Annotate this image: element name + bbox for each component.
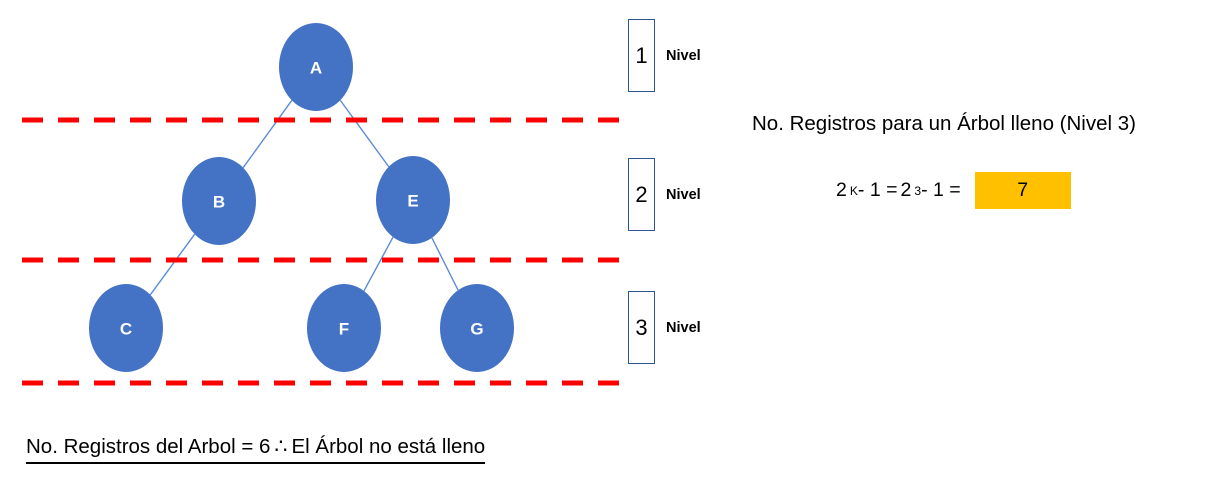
level-marker-2: 2 Nivel <box>628 158 701 231</box>
level-marker-3: 3 Nivel <box>628 291 701 364</box>
formula-mid-1: - 1 = <box>857 179 898 201</box>
level-number-box-1: 1 <box>628 19 655 92</box>
tree-node-label-g: G <box>470 320 483 339</box>
tree-nodes: A B E C F G <box>89 23 514 372</box>
tree-node-label-e: E <box>407 192 418 211</box>
tree-node-shape-e <box>376 156 450 244</box>
tree-node-shape-f <box>307 284 381 372</box>
level-number-box-2: 2 <box>628 158 655 231</box>
level-number-box-3: 3 <box>628 291 655 364</box>
tree-node-shape-c <box>89 284 163 372</box>
tree-node-shape-g <box>440 284 514 372</box>
level-marker-1: 1 Nivel <box>628 19 701 92</box>
formula-base-1: 2 <box>836 179 847 201</box>
tree-node-shape-a <box>279 23 353 111</box>
tree-edge-b-c <box>149 233 196 296</box>
formula-result-highlight: 7 <box>974 172 1071 209</box>
tree-node-b[interactable]: B <box>182 157 256 245</box>
conclusion-left: No. Registros del Arbol = 6 <box>26 435 271 458</box>
formula-base-2: 2 <box>900 179 912 201</box>
tree-node-shape-b <box>182 157 256 245</box>
level-word-3: Nivel <box>666 319 701 336</box>
full-tree-caption: No. Registros para un Árbol lleno (Nivel… <box>752 112 1136 135</box>
conclusion-text: No. Registros del Arbol = 6∴El Árbol no … <box>26 434 486 464</box>
tree-edges <box>149 99 459 296</box>
tree-node-a[interactable]: A <box>279 23 353 111</box>
tree-node-e[interactable]: E <box>376 156 450 244</box>
tree-node-f[interactable]: F <box>307 284 381 372</box>
tree-edge-e-f <box>363 236 394 292</box>
conclusion-right: El Árbol no está lleno <box>291 435 486 458</box>
therefore-symbol: ∴ <box>274 435 288 458</box>
tree-edge-a-b <box>242 99 293 169</box>
tree-edge-a-e <box>339 99 390 168</box>
formula-mid-2: - 1 = <box>921 179 961 201</box>
tree-node-c[interactable]: C <box>89 284 163 372</box>
tree-edge-e-g <box>431 237 459 291</box>
tree-node-label-f: F <box>339 320 349 339</box>
level-dividers <box>22 117 622 386</box>
level-word-2: Nivel <box>666 186 701 203</box>
tree-node-g[interactable]: G <box>440 284 514 372</box>
level-word-1: Nivel <box>666 47 701 64</box>
tree-node-label-b: B <box>213 193 225 212</box>
tree-node-label-c: C <box>120 320 132 339</box>
tree-node-label-a: A <box>310 59 322 78</box>
